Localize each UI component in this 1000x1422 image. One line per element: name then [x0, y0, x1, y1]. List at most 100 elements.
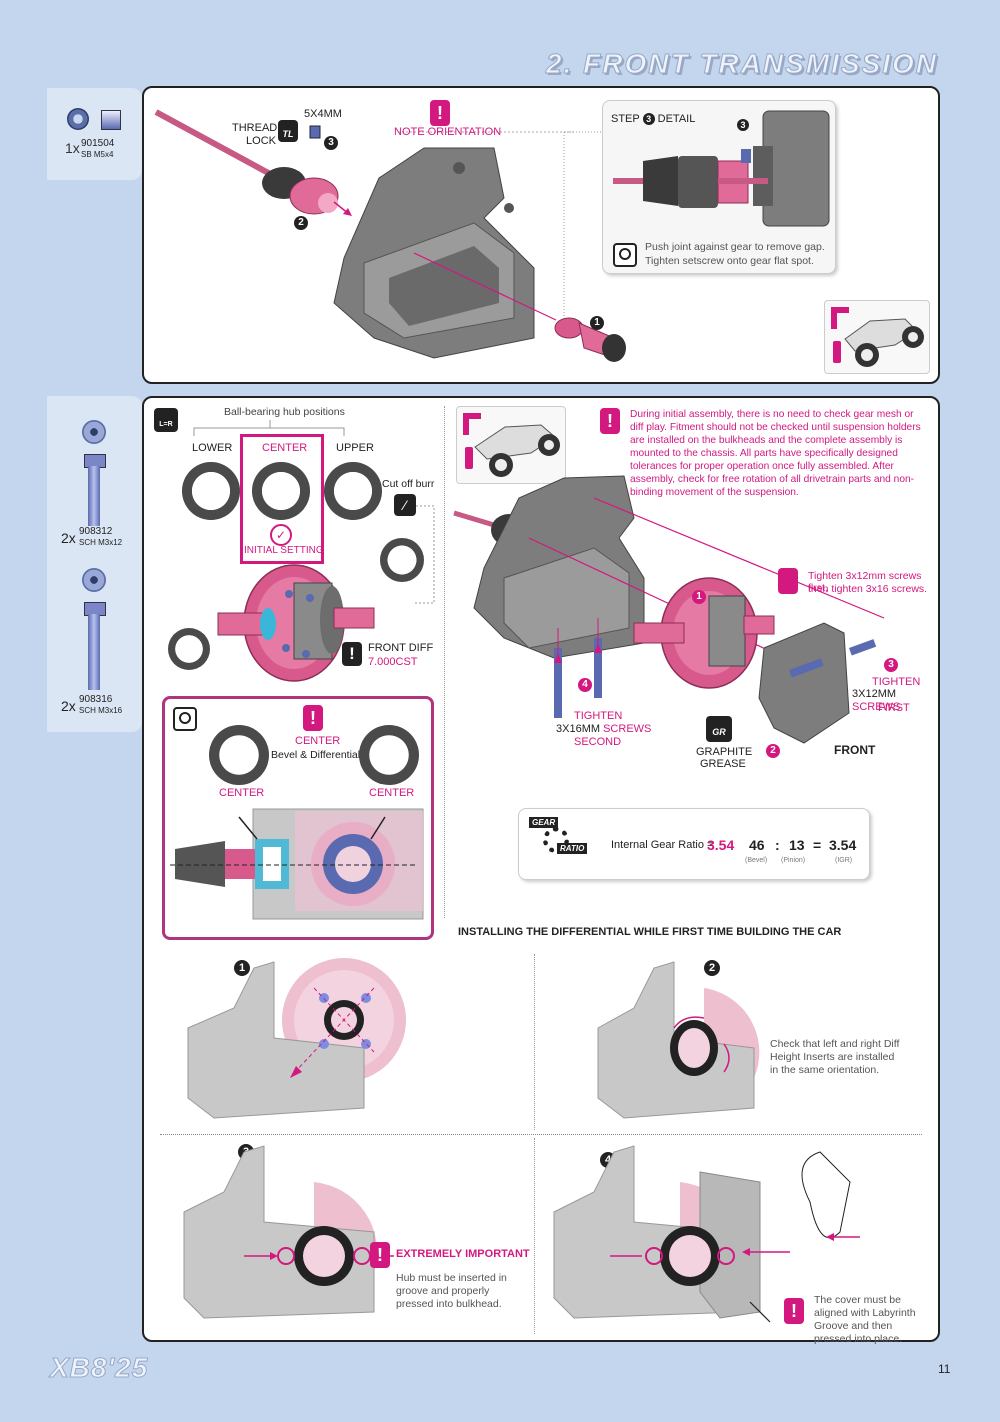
inset-magnifier-icon [173, 707, 197, 731]
detail-step-number: 3 [642, 113, 655, 125]
detail-title: STEP 3 DETAIL [611, 113, 695, 125]
install-step3-drawing [183, 1145, 394, 1319]
gear-badge-top: GEAR [529, 817, 559, 828]
inset-warning-icon: ! [303, 705, 323, 731]
size-label: 5x4mm [304, 108, 342, 120]
install-step2-note: Check that left and right Diff Height In… [770, 1038, 900, 1076]
washer-icon [67, 108, 89, 130]
parts-panel-bottom: 2x 908312 SCH M3x12 2x 908316 SCH M3x16 [47, 396, 142, 732]
detail-title-suffix: DETAIL [657, 113, 696, 125]
inset-hub-left [209, 725, 269, 785]
brand-logo: XB8'25 [49, 1352, 149, 1384]
hub-burr [380, 538, 424, 582]
initial-setting-label: INITIAL SETTING [244, 545, 324, 556]
inset-hub-right [359, 725, 419, 785]
detail-note-line1: Push joint against gear to remove gap. [645, 241, 825, 253]
tl-badge-text: TL [282, 129, 294, 139]
front-label: FRONT [834, 743, 876, 757]
cut-burr-leader [414, 505, 435, 604]
divider-vertical [534, 954, 535, 1130]
part-code: 908312 [79, 526, 113, 537]
page-title: 2. FRONT TRANSMISSION [545, 48, 938, 80]
warning-icon: ! [430, 100, 450, 126]
hub-center [252, 462, 310, 520]
front-diff-drawing [217, 564, 375, 682]
check-icon: ✓ [270, 524, 292, 546]
gear-ratio-label: Internal Gear Ratio = [611, 839, 714, 851]
front-diff-warning-icon: ! [342, 642, 362, 666]
install-step2-drawing [597, 961, 760, 1119]
assembly-warning-text: During initial assembly, there is no nee… [630, 409, 921, 498]
inset-bevel-label: Bevel & Differential [271, 749, 361, 761]
install-step1-drawing [187, 958, 406, 1119]
installing-heading: INSTALLING THE DIFFERENTIAL WHILE FIRST … [458, 926, 842, 938]
detail-title-text: STEP [611, 113, 640, 125]
part-desc: SCH M3x16 [79, 706, 123, 715]
note-orientation-label: NOTE ORIENTATION [394, 126, 502, 138]
thumbnail-warning-icon [465, 447, 473, 469]
tighten-first-line1: TIGHTEN [872, 676, 921, 688]
igr-label: (IGR) [835, 857, 853, 864]
hub-diff-left [168, 628, 210, 670]
assembly-number-3: 3 [884, 658, 898, 672]
install-step3-title: EXTREMELY IMPORTANT [396, 1248, 530, 1260]
front-diff-oil: 7.000cSt [368, 656, 418, 668]
detail-number-3: 3 [737, 119, 749, 131]
install-step4-drawing [553, 1145, 860, 1323]
tighten-second-line1: TIGHTEN [574, 710, 623, 722]
hub-lower [182, 462, 240, 520]
part-qty: 2x [61, 530, 76, 546]
thumbnail-warning-icon [833, 341, 841, 363]
divider-vertical-lower [534, 1138, 535, 1334]
gear-ratio-box: GEAR RATIO Internal Gear Ratio = 3.54 46… [518, 808, 870, 880]
magnifier-icon [613, 243, 637, 267]
setscrew-icon [101, 110, 121, 130]
divider-horizontal [160, 1134, 922, 1135]
tighten-second-line3: SECOND [574, 736, 622, 748]
ratio-equals: = [813, 837, 822, 853]
inset-center-right-label: CENTER [369, 787, 415, 799]
hub-lower-label: LOWER [192, 442, 233, 454]
install-step-1: 1 [234, 960, 250, 976]
hub-bracket [193, 420, 345, 436]
igr-value: 3.54 [829, 837, 857, 853]
assembly-number-1: 1 [692, 590, 706, 604]
tighten-second-line2: 3x16mm SCREWS [556, 723, 651, 736]
hub-upper [324, 462, 382, 520]
pinion-teeth: 13 [789, 837, 805, 853]
hub-upper-label: UPPER [336, 442, 374, 454]
bevel-teeth: 46 [749, 837, 765, 853]
lr-badge-text: L=R [159, 421, 173, 428]
ratio-colon: : [775, 837, 780, 853]
part-code: 908316 [79, 694, 113, 705]
screw-head-icon [82, 420, 106, 444]
assembly-number-2: 2 [766, 744, 780, 758]
detail-drawing [613, 110, 830, 227]
install-step-2: 2 [704, 960, 720, 976]
gear-ratio-value: 3.54 [707, 837, 735, 853]
gear-badge-bottom: RATIO [557, 843, 588, 854]
page-number: 11 [938, 1362, 951, 1376]
step-number-3: 3 [324, 136, 338, 150]
pinion-label: (Pinion) [781, 857, 806, 864]
gear-icon [543, 827, 569, 853]
part-desc: SB M5x4 [81, 150, 114, 159]
tighten-first-screws: SCREWS [852, 701, 901, 713]
tighten-second-size: 3x16mm [556, 723, 601, 735]
car-thumbnail-drawing [831, 307, 924, 367]
step3-detail-box: STEP 3 DETAIL 3 Push joint against gear … [602, 100, 836, 274]
part-desc: SCH M3x12 [79, 538, 123, 547]
assembly-warning-icon: ! [600, 408, 620, 434]
tl-badge-icon: TL [278, 120, 298, 142]
graphite-grease-icon: GR [706, 716, 732, 742]
cover-warning-icon: ! [784, 1298, 804, 1324]
part-qty: 2x [61, 698, 76, 714]
tighten-first-size: 3x12mm [852, 688, 897, 700]
tighten-note-line1: Tighten 3x12mm screws first, [808, 570, 922, 594]
center-inset-box: ! CENTER Bevel & Differential CENTER CEN… [162, 696, 434, 940]
important-warning-icon: ! [370, 1242, 390, 1268]
car-thumbnail-drawing [463, 413, 560, 477]
car-thumbnail [824, 300, 930, 374]
detail-note-line2: Tighten setscrew onto gear flat spot. [645, 255, 814, 267]
step-number-1: 1 [590, 316, 604, 330]
